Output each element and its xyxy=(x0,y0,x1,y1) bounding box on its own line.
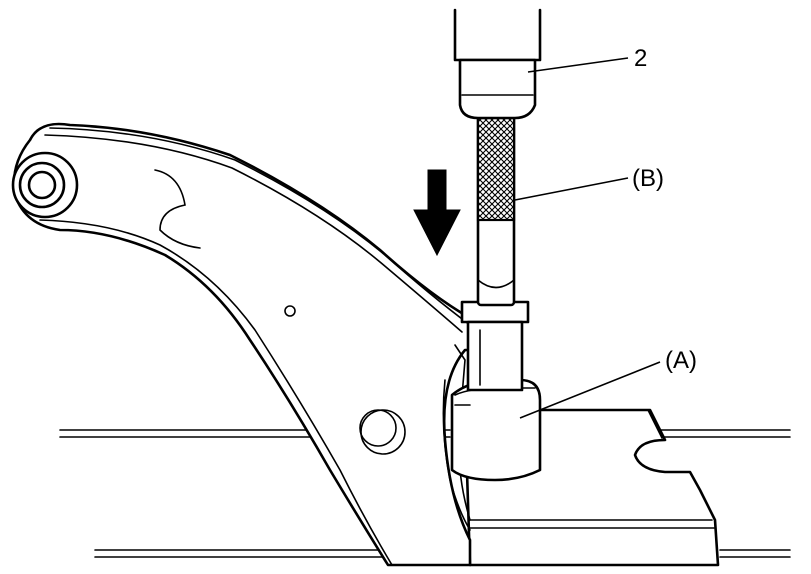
callout-leaders xyxy=(514,57,661,419)
label-tool-2: 2 xyxy=(634,45,647,72)
press-adaptor xyxy=(460,300,530,392)
label-part-b: (B) xyxy=(632,165,664,192)
label-part-a: (A) xyxy=(665,347,697,374)
bushing-a xyxy=(450,378,542,482)
arm-pivot-bushing xyxy=(11,151,79,219)
control-arm xyxy=(12,122,507,567)
tool-b-shaft xyxy=(476,113,516,307)
press-direction-arrow xyxy=(413,169,461,257)
press-ram xyxy=(453,8,542,120)
